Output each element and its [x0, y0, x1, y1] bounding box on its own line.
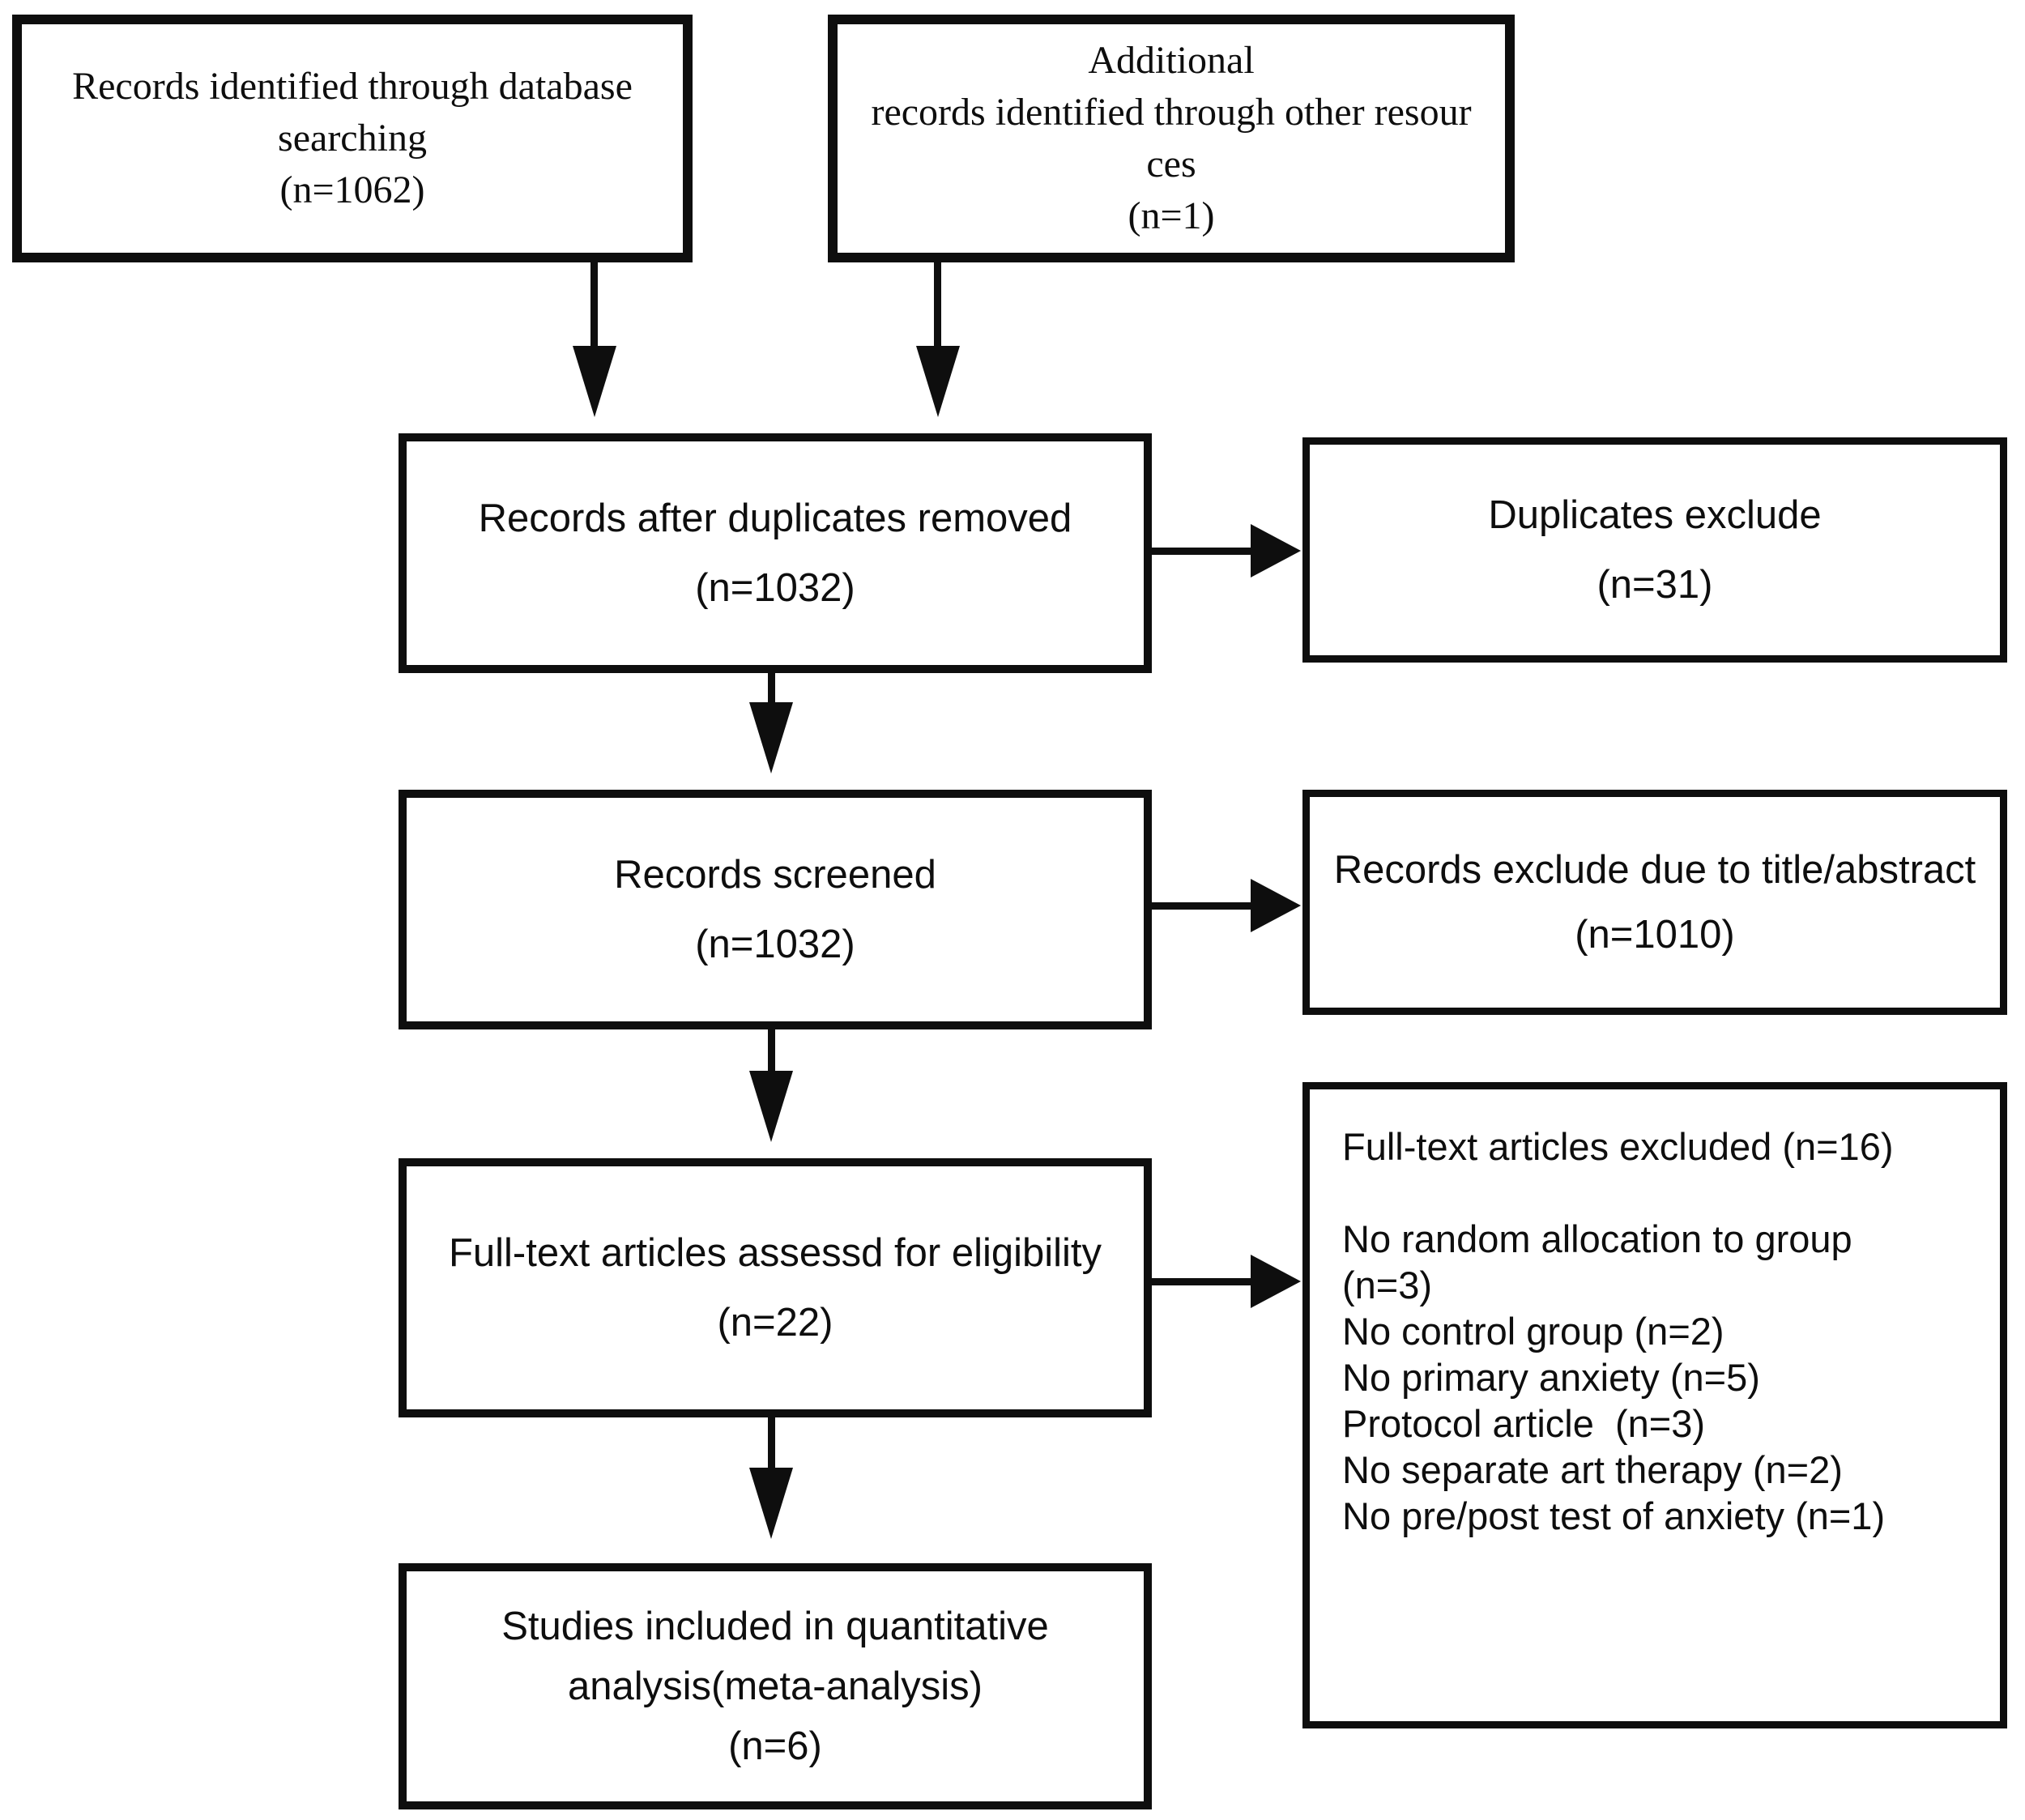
- arrow-screened-to-records-excluded: [1152, 902, 1252, 910]
- box-text-line: (n=1032): [695, 566, 855, 610]
- box-text-line: (n=31): [1597, 563, 1713, 607]
- arrowhead-right-icon: [1251, 524, 1301, 578]
- box-additional-records-other-sources: Additional records identified through ot…: [828, 15, 1515, 262]
- box-text-line: (n=22): [717, 1301, 833, 1345]
- arrow-fulltext-assessed-to-included: [768, 1417, 775, 1473]
- arrowhead-down-icon: [749, 1468, 793, 1539]
- box-fulltext-assessed: Full-text articles assessd for eligibili…: [399, 1158, 1152, 1417]
- box-text-line: (n=1062): [279, 168, 425, 211]
- box-fulltext-excluded-reasons: Full-text articles excluded (n=16) No ra…: [1302, 1082, 2007, 1728]
- box-text-line: (n=1032): [695, 923, 855, 966]
- exclusion-reason-line: No pre/post test of anxiety (n=1): [1342, 1494, 1886, 1537]
- box-text-line: analysis(meta-analysis): [568, 1664, 983, 1708]
- box-duplicates-excluded: Duplicates exclude (n=31): [1302, 437, 2007, 663]
- box-title-line: Full-text articles excluded (n=16): [1342, 1125, 1894, 1168]
- box-text-line: (n=1): [1128, 194, 1215, 237]
- box-text-line: Records after duplicates removed: [478, 497, 1072, 540]
- arrow-duplicates-removed-to-duplicates-excluded: [1152, 548, 1252, 555]
- arrow-database-to-duplicates-removed: [590, 261, 598, 348]
- box-records-screened: Records screened (n=1032): [399, 790, 1152, 1029]
- arrowhead-down-icon: [916, 346, 960, 417]
- box-text-line: records identified through other resour: [871, 91, 1472, 134]
- arrowhead-down-icon: [749, 1071, 793, 1142]
- box-records-after-duplicates: Records after duplicates removed (n=1032…: [399, 433, 1152, 673]
- box-text-line: Records screened: [614, 853, 936, 897]
- box-text-line: Records exclude due to title/abstract: [1333, 848, 1976, 892]
- box-text-line: Full-text articles assessd for eligibili…: [448, 1231, 1102, 1275]
- arrow-duplicates-removed-to-screened: [768, 672, 775, 706]
- exclusion-reason-line: No random allocation to group: [1342, 1217, 1852, 1260]
- arrowhead-down-icon: [749, 702, 793, 774]
- box-text-line: Records identified through database: [72, 65, 633, 108]
- exclusion-reason-line: No control group (n=2): [1342, 1310, 1724, 1353]
- box-records-identified-database: Records identified through database sear…: [12, 15, 693, 262]
- box-text-line: ces: [1146, 143, 1196, 185]
- arrowhead-down-icon: [573, 346, 616, 417]
- box-text-line: (n=1010): [1575, 913, 1735, 957]
- arrow-other-sources-to-duplicates-removed: [934, 261, 941, 348]
- exclusion-reason-line: No primary anxiety (n=5): [1342, 1356, 1760, 1399]
- box-text-line: (n=6): [728, 1724, 822, 1768]
- arrow-screened-to-fulltext-assessed: [768, 1029, 775, 1075]
- box-records-excluded-title-abstract: Records exclude due to title/abstract (n…: [1302, 790, 2007, 1015]
- exclusion-reason-line: No separate art therapy (n=2): [1342, 1448, 1843, 1491]
- box-text-line: searching: [278, 117, 427, 160]
- arrow-fulltext-assessed-to-fulltext-excluded: [1152, 1278, 1252, 1285]
- box-studies-included: Studies included in quantitative analysi…: [399, 1563, 1152, 1809]
- exclusion-reason-line: Protocol article (n=3): [1342, 1402, 1705, 1445]
- arrowhead-right-icon: [1251, 1255, 1301, 1308]
- box-text-line: Studies included in quantitative: [501, 1605, 1049, 1648]
- exclusion-reason-line: (n=3): [1342, 1264, 1433, 1306]
- box-text-line: Duplicates exclude: [1488, 493, 1822, 537]
- box-text-line: Additional: [1088, 39, 1255, 82]
- arrowhead-right-icon: [1251, 879, 1301, 932]
